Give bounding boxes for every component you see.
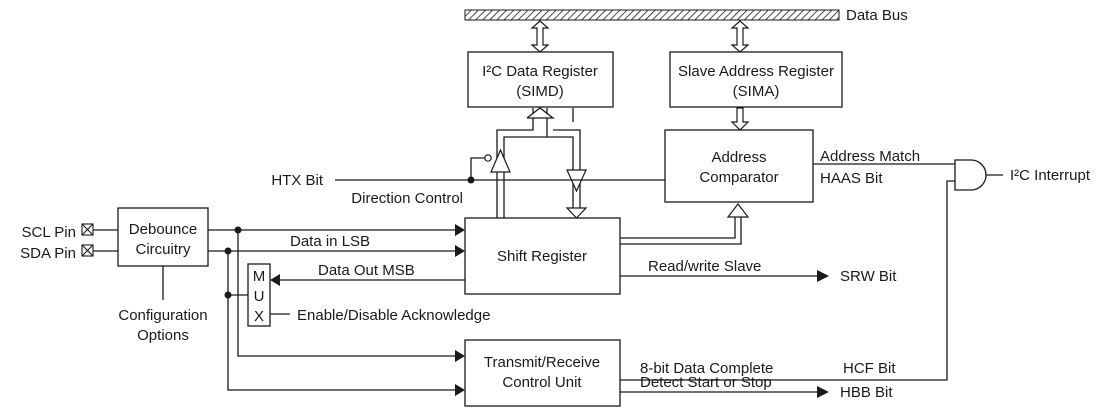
slave-address-register-name: Slave Address Register	[678, 63, 834, 80]
htx-bit-label: HTX Bit	[271, 172, 324, 189]
shift-register-box	[464, 217, 621, 295]
hcf-bit-label: HCF Bit	[843, 360, 896, 377]
debounce-line2: Circuitry	[136, 241, 191, 258]
hbb-arrowhead	[817, 386, 829, 398]
hcf-feedback-wire	[620, 180, 955, 381]
simd-to-shift-path	[532, 108, 548, 114]
shift-register-label: Shift Register	[497, 248, 587, 265]
sda-pin-label: SDA Pin	[20, 245, 76, 262]
address-comparator-line2: Comparator	[699, 169, 778, 186]
eight-bit-complete-label: 8-bit Data Complete	[640, 360, 773, 377]
haas-bit-label: HAAS Bit	[820, 170, 883, 187]
detect-start-stop-label: Detect Start or Stop	[640, 374, 772, 391]
data-out-arrowhead	[270, 274, 280, 286]
data-bus	[464, 9, 840, 21]
hbb-bit-label: HBB Bit	[840, 384, 893, 401]
control-unit-box	[464, 339, 621, 407]
scl-to-shift-arrowhead	[455, 224, 465, 236]
data-down-arrowhead	[565, 207, 588, 219]
scl-line	[208, 229, 455, 357]
direction-control-label: Direction Control	[351, 190, 463, 207]
sda-to-shift-arrowhead	[455, 245, 465, 257]
scl-pin-icon	[81, 223, 94, 236]
sda-to-control-arrowhead	[455, 384, 465, 396]
srw-arrowhead	[817, 270, 829, 282]
interrupt-label: I²C Interrupt	[1010, 167, 1091, 184]
bus-sima-double-arrow	[730, 20, 750, 53]
address-match-label: Address Match	[820, 148, 920, 165]
mux-sda-junction	[224, 291, 232, 299]
i2c-data-register-name: I²C Data Register	[482, 63, 598, 80]
control-unit-line1: Transmit/Receive	[484, 354, 600, 371]
bus-simd-double-arrow	[530, 20, 550, 53]
slave-address-register-code: (SIMA)	[733, 83, 780, 100]
address-comparator-line1: Address	[711, 149, 766, 166]
simd-to-shift-lines	[572, 108, 574, 122]
buffer-inverter-bubble	[484, 154, 492, 162]
sima-comparator-arrow	[730, 107, 750, 131]
scl-to-control-arrowhead	[455, 350, 465, 362]
data-down-lines	[547, 129, 581, 208]
configuration-label-line1: Configuration	[118, 307, 207, 324]
data-out-label: Data Out MSB	[318, 262, 415, 279]
scl-junction	[234, 226, 242, 234]
tristate-buffer-up	[490, 148, 511, 173]
data-in-label: Data in LSB	[290, 233, 370, 250]
address-comparator-box	[664, 129, 814, 203]
mux-letter-m: M	[253, 268, 266, 285]
i2c-data-register-code: (SIMD)	[516, 83, 564, 100]
scl-pin-label: SCL Pin	[22, 224, 76, 241]
debounce-line1: Debounce	[129, 221, 197, 238]
and-gate	[954, 159, 987, 191]
control-unit-line2: Control Unit	[502, 374, 582, 391]
data-bus-label: Data Bus	[846, 7, 908, 24]
shift-to-comparator-path	[620, 217, 742, 245]
read-write-label: Read/write Slave	[648, 258, 761, 275]
debounce-box	[117, 207, 209, 267]
slave-address-register-box	[669, 51, 843, 108]
i2c-data-register-box	[467, 51, 614, 108]
sda-junction	[224, 247, 232, 255]
enable-ack-label: Enable/Disable Acknowledge	[297, 307, 490, 324]
sda-pin-icon	[81, 244, 94, 257]
configuration-label-line2: Options	[137, 327, 189, 344]
srw-bit-label: SRW Bit	[840, 268, 897, 285]
direction-control-wire	[470, 157, 485, 180]
mux-letter-x: X	[254, 308, 264, 325]
mux-letter-u: U	[254, 288, 265, 305]
shift-to-comparator-head	[726, 203, 750, 218]
